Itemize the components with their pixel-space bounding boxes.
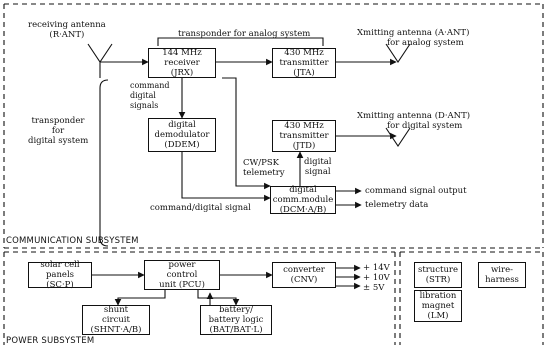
power-subsystem-title: POWER SUBSYSTEM [6, 336, 95, 346]
analog-antenna-label: Xmitting antenna (A·ANT) for analog syst… [357, 28, 470, 48]
voltage-outputs: + 14V + 10V ± 5V [363, 263, 390, 293]
power-frame [3, 251, 396, 345]
receiving-antenna-symbol [87, 43, 113, 78]
communication-frame [3, 3, 544, 249]
structure-block: structure(STR) [414, 262, 462, 288]
pcu-to-bat [197, 290, 240, 306]
transponder-digital-label: transponder for digital system [28, 116, 89, 146]
command-signal-output-label: command signal output [365, 186, 467, 196]
digital-bracket [99, 79, 109, 247]
analog-antenna-symbol [385, 43, 411, 63]
communication-subsystem-title: COMMUNICATION SUBSYSTEM [6, 236, 139, 246]
digital-signal-label: digital signal [304, 157, 332, 177]
digital-antenna-label: Xmitting antenna (D·ANT) for digital sys… [357, 111, 471, 131]
pcu-to-shunt [114, 290, 166, 306]
receiving-antenna-label: receiving antenna (R·ANT) [28, 20, 106, 40]
telemetry-data-label: telemetry data [365, 200, 429, 210]
analog-bracket [157, 37, 324, 46]
voltage-10v: + 10V [363, 273, 390, 283]
digital-antenna-symbol [385, 127, 411, 147]
ddem-to-dcm [181, 152, 271, 202]
command-digital-signals-label: command digital signals [130, 81, 170, 110]
voltage-14v: + 14V [363, 263, 390, 273]
command-digital-signal-label: command/digital signal [150, 203, 251, 213]
wire-harness-block: wire-harness [478, 262, 526, 288]
cnv-block: converter(CNV) [272, 262, 336, 288]
voltage-5v: ± 5V [363, 283, 385, 293]
cw-psk-telemetry-label: CW/PSK telemetry [243, 158, 285, 178]
battery-block: battery/battery logic(BAT/BAT·L) [200, 305, 272, 335]
misc-frame [399, 251, 544, 345]
jrx-to-dcm [222, 77, 271, 190]
transponder-analog-label: transponder for analog system [178, 29, 311, 39]
